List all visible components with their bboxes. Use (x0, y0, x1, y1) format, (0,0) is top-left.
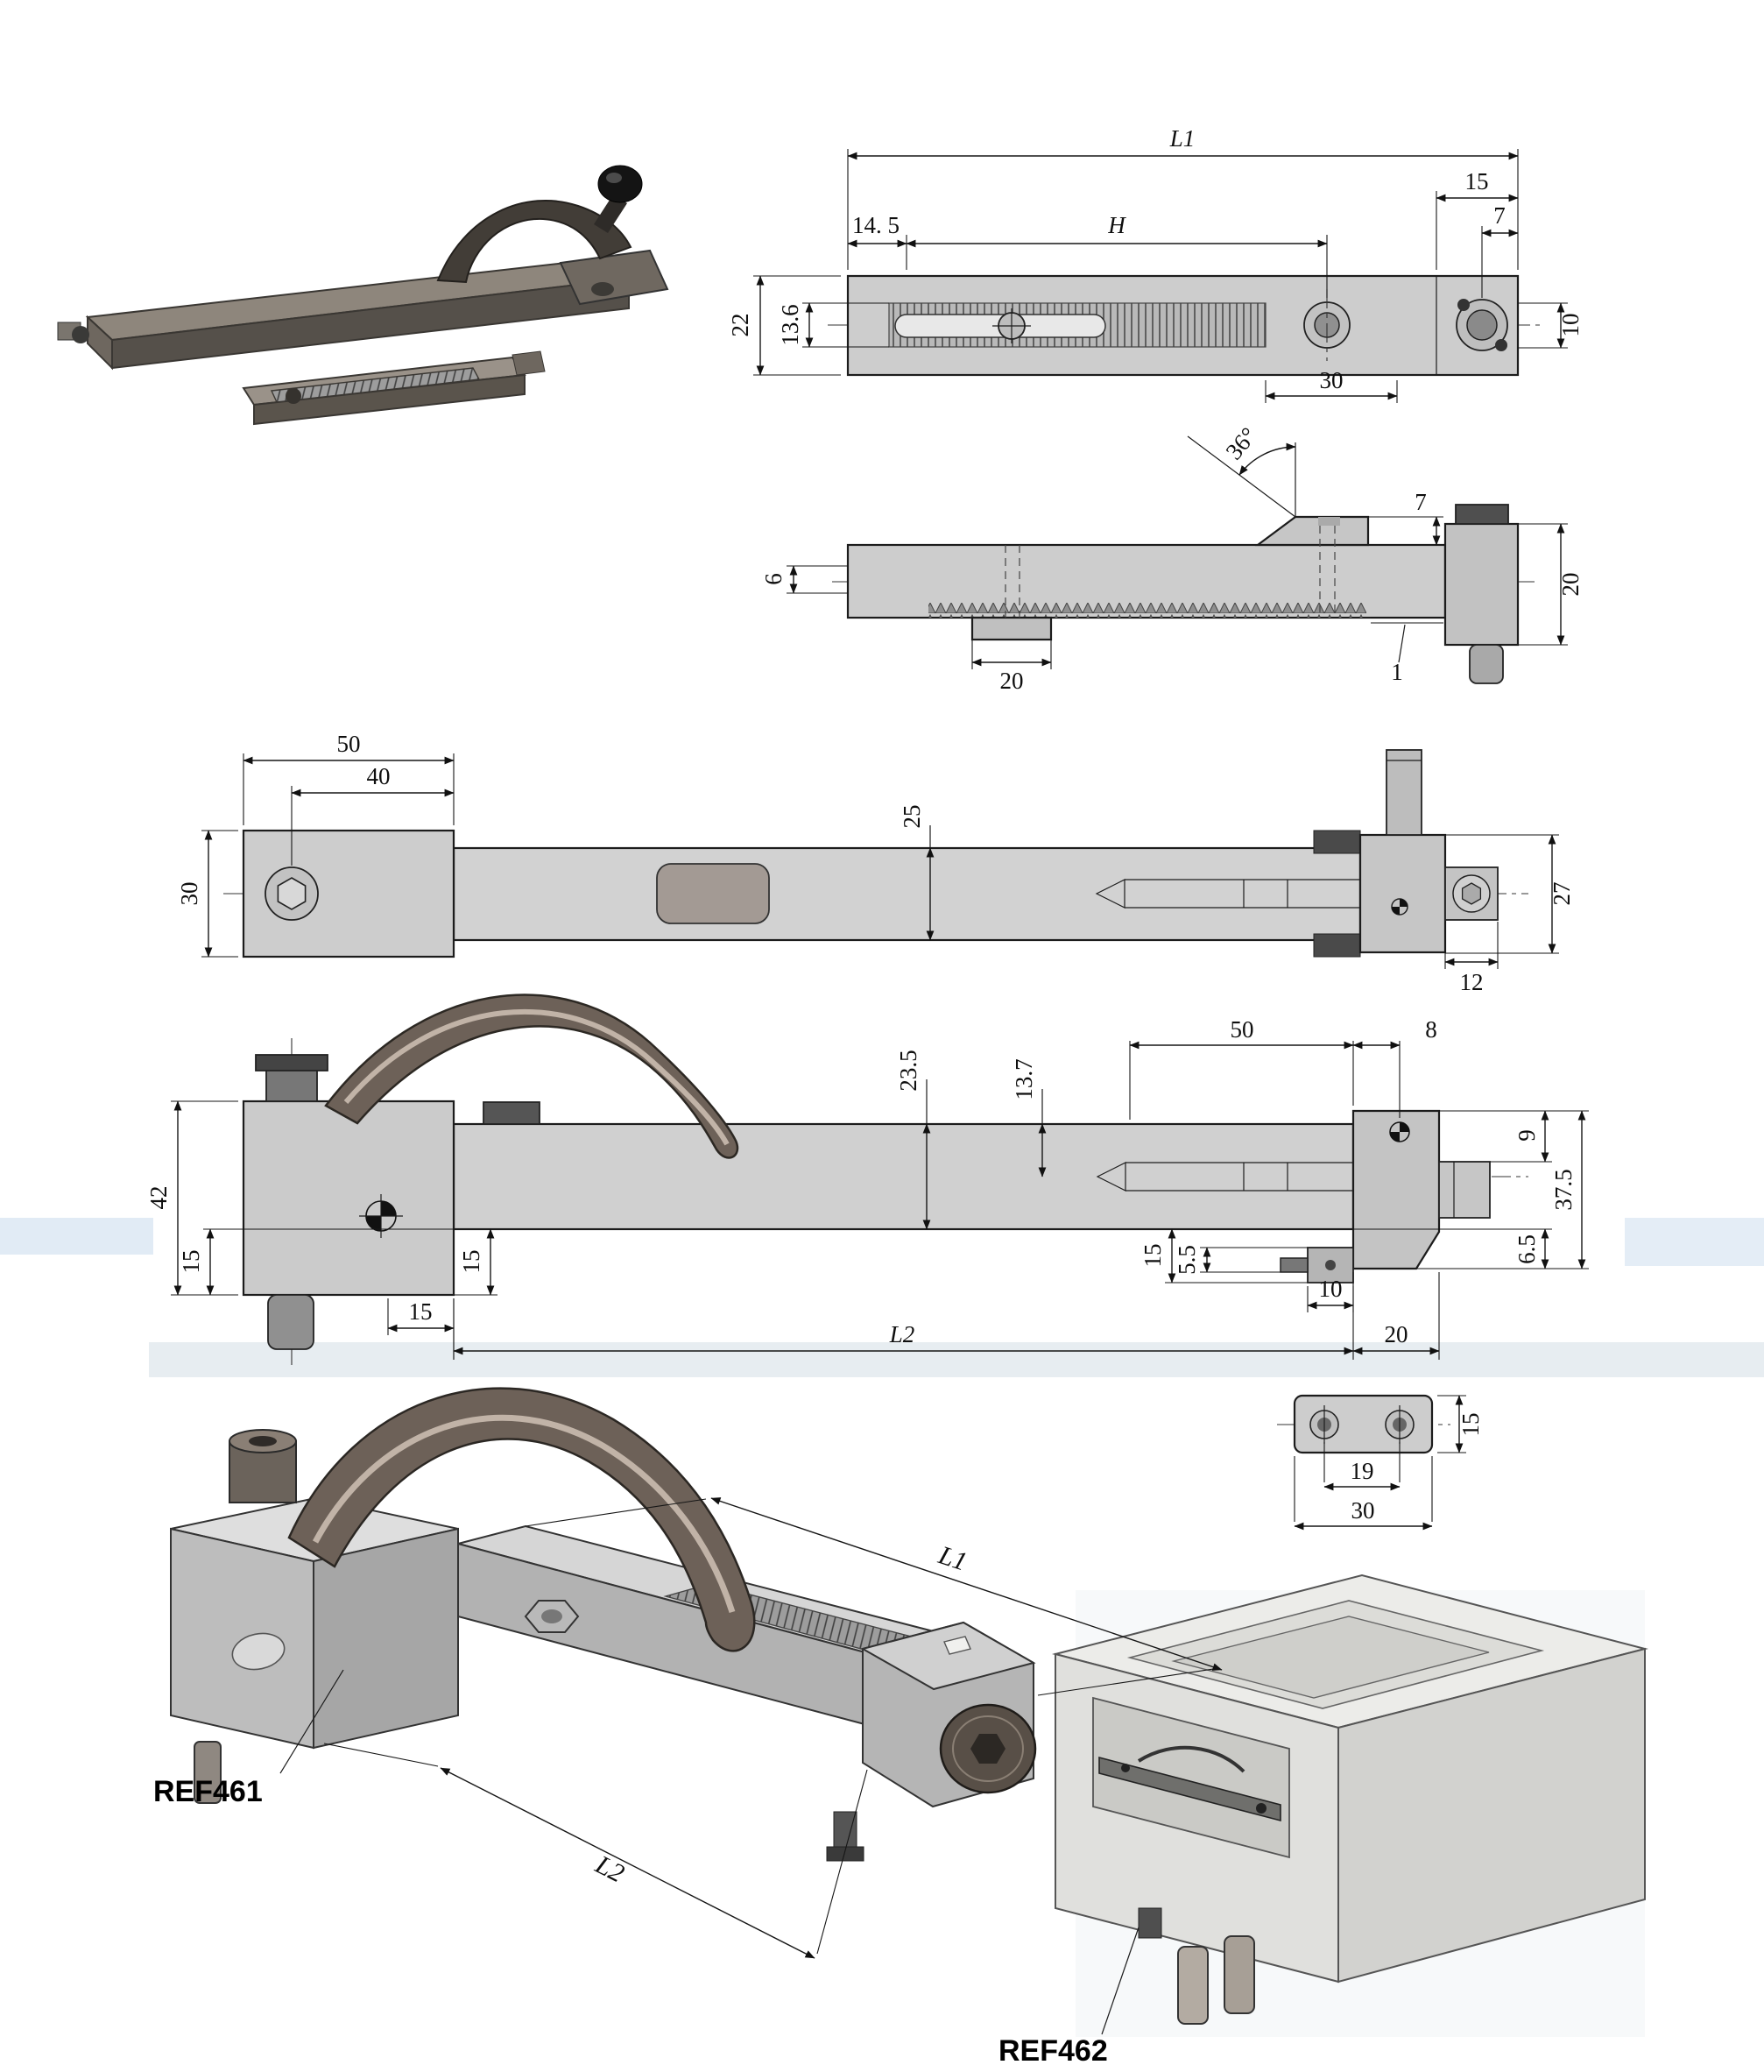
dim-30-plan: 30 (176, 882, 202, 906)
dim-l2: L2 (889, 1321, 915, 1347)
dim-9: 9 (1514, 1129, 1540, 1142)
product-photo (57, 165, 669, 426)
side-view: 36° 7 6 20 20 1 (760, 422, 1584, 694)
front-view-pin-tip (1280, 1257, 1309, 1273)
side-view-tab (970, 616, 1053, 641)
dim-40: 40 (367, 763, 391, 789)
plan-view: 50 40 30 25 27 12 (176, 731, 1575, 995)
label-ref461: REF461 (153, 1775, 263, 1808)
side-view-wedge (1254, 515, 1370, 547)
dim-1: 1 (1391, 659, 1403, 685)
plan-view-post (1386, 749, 1422, 836)
dim-15-left: 15 (178, 1250, 204, 1274)
iso-small-latch (1098, 1756, 1281, 1822)
dim-10: 10 (1557, 314, 1584, 337)
dim-30: 30 (1320, 367, 1344, 393)
iso-block-pin (194, 1741, 222, 1804)
front-view-head-block (242, 1100, 455, 1297)
iso-small-spring (1137, 1745, 1245, 1773)
dim-42: 42 (145, 1186, 172, 1210)
dim-27: 27 (1549, 882, 1575, 906)
side-view-top-knob (1455, 504, 1509, 525)
side-view-end-block (1443, 522, 1520, 647)
iso-knob-body (229, 1440, 297, 1503)
dim-15-small: 15 (1140, 1244, 1166, 1268)
dim-25: 25 (899, 805, 925, 829)
front-view: 23.5 13.7 50 8 42 15 15 15 9 37.5 6 (145, 994, 1589, 1367)
plan-view-latch-plate (656, 863, 770, 924)
dim-20-bottom: 20 (1000, 668, 1024, 694)
detail-plate-view: 15 19 30 (1277, 1394, 1484, 1531)
dim-13-6: 13.6 (777, 304, 803, 345)
dim-12: 12 (1460, 969, 1484, 995)
dim-50-front: 50 (1231, 1016, 1254, 1043)
dim-15: 15 (1465, 168, 1489, 194)
iso-mold-block (1052, 1573, 1648, 2025)
dim-37-5: 37.5 (1550, 1169, 1577, 1210)
dim-20-front: 20 (1385, 1321, 1408, 1347)
dim-h: H (1107, 212, 1126, 238)
iso-dim-l1: L1 (935, 1540, 970, 1576)
top-view: L1 15 7 14. 5 H 22 13.6 10 30 (727, 125, 1584, 403)
dim-15-bottom: 15 (409, 1298, 433, 1325)
dim-50-plan: 50 (337, 731, 361, 757)
iso-pin (1177, 1946, 1209, 2025)
front-view-nut (483, 1101, 540, 1125)
dim-10-front: 10 (1319, 1276, 1343, 1302)
iso-dim-l2: L2 (590, 1849, 629, 1888)
dim-5-5: 5.5 (1174, 1245, 1200, 1275)
dim-30-detail: 30 (1351, 1497, 1375, 1524)
front-view-pin (267, 1294, 314, 1350)
dim-22: 22 (727, 314, 753, 337)
iso-bottom-screw (833, 1811, 857, 1853)
dim-15-step: 15 (458, 1250, 484, 1274)
dim-l1: L1 (1169, 125, 1196, 152)
dim-19: 19 (1351, 1458, 1374, 1484)
photo-knob-stem (594, 194, 627, 233)
dim-14-5: 14. 5 (852, 212, 900, 238)
dim-15-detail: 15 (1457, 1413, 1484, 1437)
side-view-teeth (928, 603, 1366, 618)
plan-view-clamp-tab-top (1313, 830, 1361, 854)
iso-mold-pocket (1092, 1696, 1290, 1859)
dim-7-wedge: 7 (1415, 489, 1427, 515)
plan-view-bar (452, 846, 1362, 942)
photo-clamp-band (436, 199, 632, 284)
front-view-knob-body (265, 1068, 318, 1102)
dim-7: 7 (1493, 202, 1506, 229)
iso-spring-highlight (312, 1414, 736, 1614)
isometric-view: L1 L2 REF461 REF462 (153, 1387, 1648, 2068)
side-view-bottom-pin (1469, 644, 1504, 684)
dim-20-right: 20 (1557, 573, 1584, 597)
front-view-knob-cap (255, 1054, 328, 1071)
plan-view-end-block (1358, 833, 1447, 954)
dim-36deg: 36° (1220, 422, 1261, 464)
front-view-bar (452, 1122, 1355, 1231)
front-view-screw-head (1438, 1161, 1491, 1219)
iso-head-block (170, 1429, 459, 1804)
dim-8: 8 (1425, 1016, 1437, 1043)
iso-pin (1224, 1935, 1255, 2014)
photo-end-block (559, 249, 669, 306)
photo-knob (597, 165, 643, 203)
label-ref462: REF462 (998, 2034, 1108, 2068)
dim-6-5: 6.5 (1514, 1234, 1540, 1264)
dim-6: 6 (760, 573, 787, 585)
dim-23-5: 23.5 (895, 1050, 921, 1091)
iso-block-hole (231, 1632, 286, 1671)
photo-slider-serration (270, 367, 481, 403)
dim-13-7: 13.7 (1011, 1058, 1037, 1100)
plan-view-clamp-tab-bottom (1313, 933, 1361, 958)
